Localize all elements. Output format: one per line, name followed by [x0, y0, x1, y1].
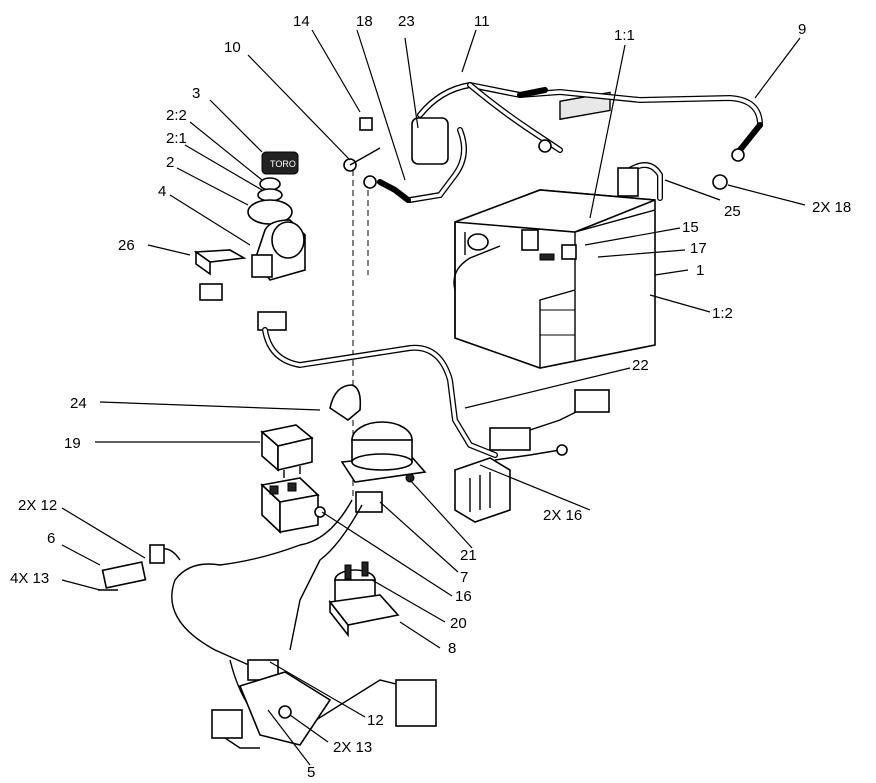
connector-lower-left: [211, 709, 243, 739]
switch-6: [98, 544, 165, 591]
fuse-block: [454, 457, 511, 523]
terminal-boot-25: [617, 167, 639, 197]
leader-lines: [61, 29, 806, 766]
callout-labels: 14 18 23 11 9 10 1:1 3 2:2 2:1 2 4 26 25…: [10, 13, 851, 781]
callout-2x16: 2X 16: [543, 507, 582, 524]
main-wire-harness: [262, 327, 610, 461]
battery-terminal-positive: [561, 244, 577, 260]
callout-4: 4: [158, 183, 166, 200]
component-21: [340, 421, 427, 483]
callout-14: 14: [293, 13, 310, 30]
callout-1-2: 1:2: [712, 305, 733, 322]
cable-boot-23: [411, 117, 449, 165]
callout-25: 25: [724, 203, 741, 220]
callout-4x13: 4X 13: [10, 570, 49, 587]
starter-cable-assembly: [343, 117, 467, 203]
callout-1-1: 1:1: [614, 27, 635, 44]
callout-15: 15: [682, 219, 699, 236]
callout-2: 2: [166, 154, 174, 171]
battery-hold-down-rod: [453, 245, 501, 291]
callout-9: 9: [798, 21, 806, 38]
connector-lower-right: [395, 679, 437, 727]
callout-16: 16: [455, 588, 472, 605]
ignition-switch: TORO: [247, 151, 306, 281]
callout-18: 18: [356, 13, 373, 30]
callout-1: 1: [696, 262, 704, 279]
starter-solenoid: [328, 561, 400, 638]
connector-7: [355, 491, 383, 513]
nut-14: [359, 117, 373, 131]
relay-block-7: [260, 477, 320, 534]
nut-18: [712, 174, 728, 190]
callout-24: 24: [70, 395, 87, 412]
battery: [454, 91, 656, 369]
callout-2x13: 2X 13: [333, 739, 372, 756]
lower-harness: [157, 499, 437, 749]
callout-7: 7: [460, 569, 468, 586]
battery-terminal-negative: [521, 229, 539, 251]
callout-8: 8: [448, 640, 456, 657]
connector-22: [574, 389, 610, 413]
callout-20: 20: [450, 615, 467, 632]
callout-11: 11: [474, 13, 490, 30]
callout-21: 21: [460, 547, 477, 564]
callout-23: 23: [398, 13, 415, 30]
terminal-boot-24: [329, 384, 362, 421]
callout-2x12: 2X 12: [18, 497, 57, 514]
callout-26: 26: [118, 237, 135, 254]
relay-19: [260, 424, 314, 478]
callout-2x18: 2X 18: [812, 199, 851, 216]
callout-6: 6: [47, 530, 55, 547]
callout-22: 22: [632, 357, 649, 374]
ignition-key-3: [261, 151, 299, 175]
callout-3: 3: [192, 85, 200, 102]
callout-5: 5: [307, 764, 315, 781]
key-brand-label: TORO: [270, 159, 296, 169]
callout-2-2: 2:2: [166, 107, 187, 124]
callout-2-1: 2:1: [166, 130, 187, 147]
battery-cables: [417, 81, 763, 201]
callout-19: 19: [64, 435, 81, 452]
callout-10: 10: [224, 39, 241, 56]
callout-12: 12: [367, 712, 384, 729]
callout-17: 17: [690, 240, 707, 257]
